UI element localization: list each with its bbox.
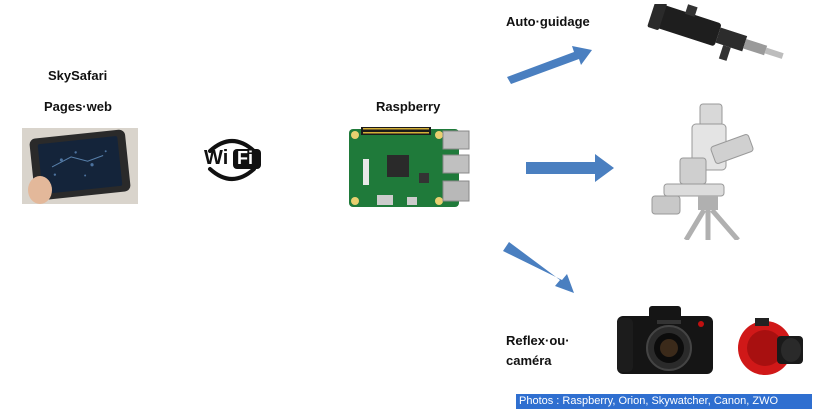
reflex-label-line2: caméra xyxy=(506,353,552,368)
pages-web-label: Pages·web xyxy=(44,99,112,114)
reflex-label-line1: Reflex·ou· xyxy=(506,333,570,348)
raspberry-label: Raspberry xyxy=(376,99,441,114)
equatorial-mount-photo xyxy=(642,100,772,240)
wifi-text-left: Wi xyxy=(204,147,229,169)
arrow-down-right xyxy=(503,242,574,293)
autoguidage-label: Auto·guidage xyxy=(506,14,590,29)
astro-camera-photo xyxy=(735,316,805,378)
wifi-logo: Wi Fi xyxy=(200,133,264,183)
photo-credit: Photos : Raspberry, Orion, Skywatcher, C… xyxy=(516,394,812,409)
tablet-photo xyxy=(22,128,138,204)
arrow-right xyxy=(526,154,614,182)
dslr-camera-photo xyxy=(615,304,715,376)
guide-scope-photo xyxy=(640,4,805,80)
wifi-text-right: Fi xyxy=(237,148,253,168)
skysafari-label: SkySafari xyxy=(48,68,108,83)
raspberry-pi-board xyxy=(347,125,472,210)
arrow-up-right xyxy=(507,46,592,84)
